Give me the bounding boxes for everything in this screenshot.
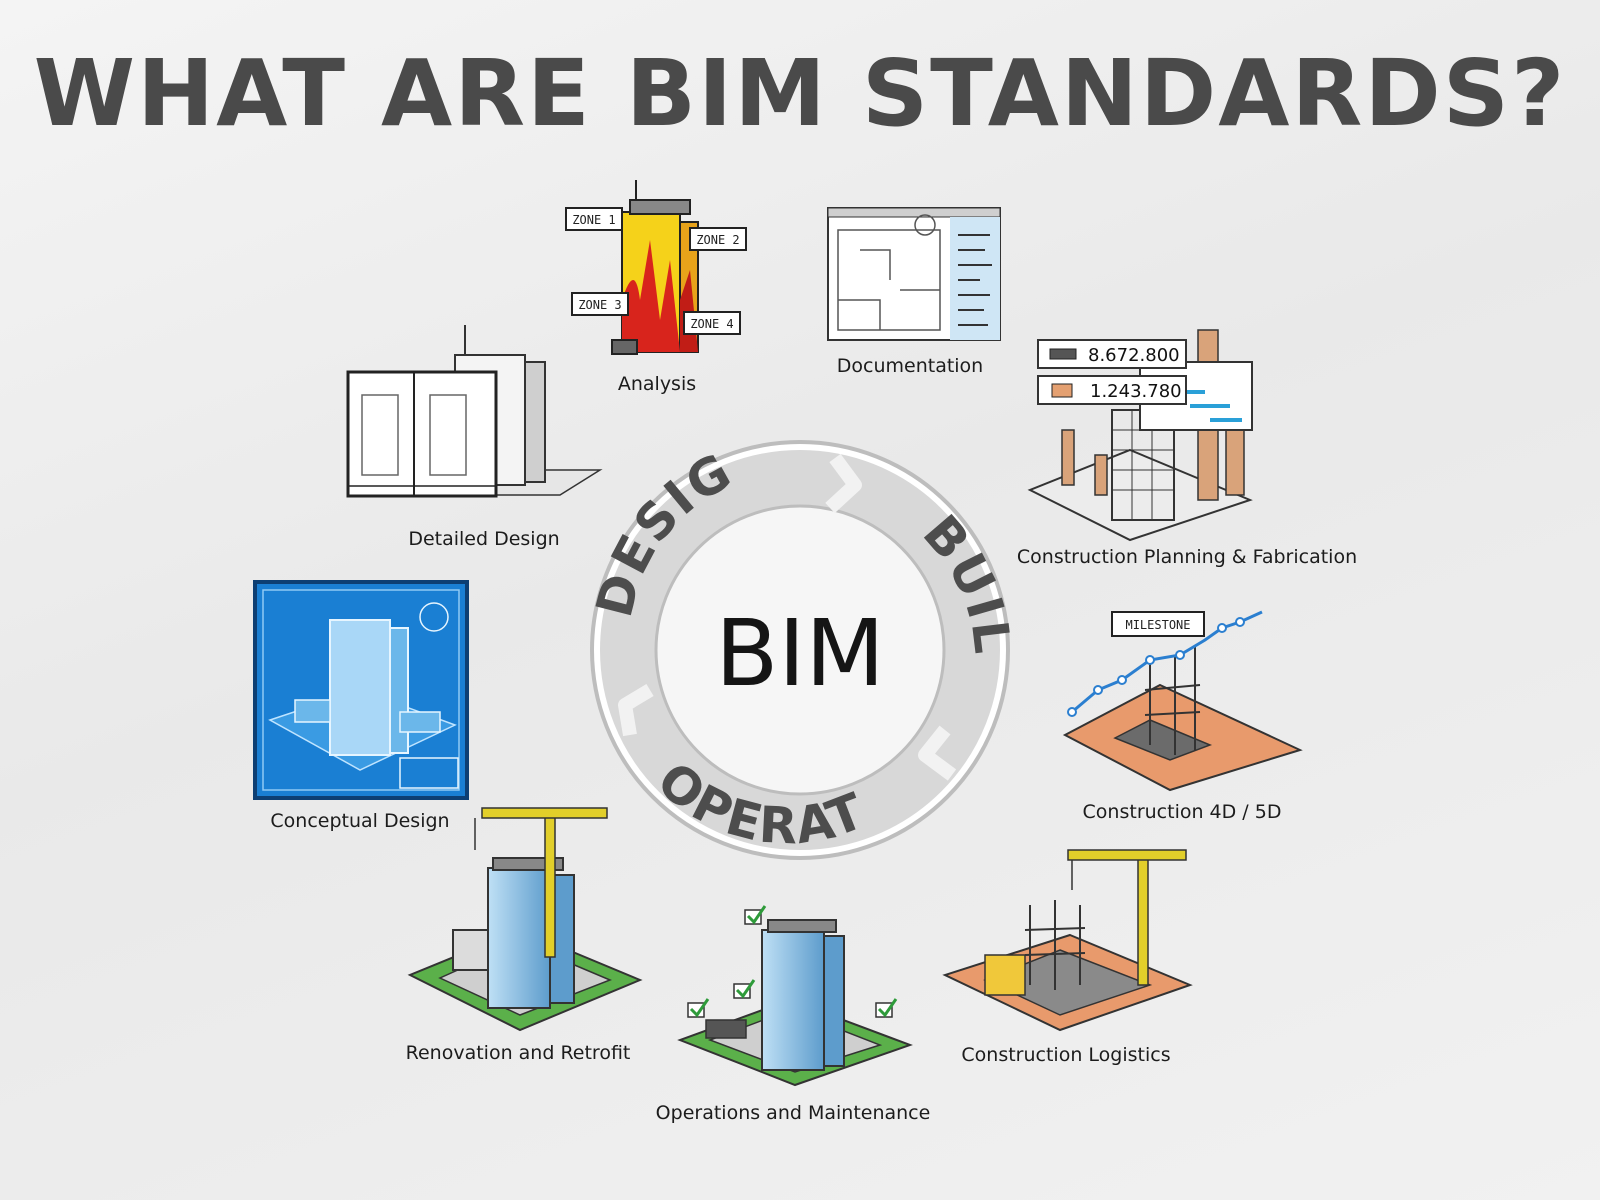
renovation-illustration bbox=[407, 807, 643, 1032]
svg-text:ZONE 3: ZONE 3 bbox=[578, 298, 621, 312]
stage-label-construction-4d5d: Construction 4D / 5D bbox=[1082, 801, 1282, 823]
zone-tag: ZONE 2 bbox=[689, 227, 747, 251]
quantity-readout: 1.243.780 bbox=[1037, 375, 1187, 405]
quantity-readout: 8.672.800 bbox=[1037, 339, 1187, 369]
hub-center-label: BIM bbox=[715, 600, 885, 707]
conceptual-design-illustration bbox=[253, 580, 469, 800]
stage-label-conceptual-design: Conceptual Design bbox=[270, 810, 450, 832]
brick-icon bbox=[1051, 383, 1073, 398]
compass-icon bbox=[419, 602, 449, 632]
svg-text:1.243.780: 1.243.780 bbox=[1090, 381, 1182, 402]
construction-logistics-illustration bbox=[942, 849, 1193, 1032]
documentation-illustration bbox=[827, 207, 1001, 341]
cycle-chevron-icon bbox=[825, 453, 862, 514]
stage-label-construction-planning: Construction Planning & Fabrication bbox=[1016, 546, 1358, 568]
checkmark-icon bbox=[687, 998, 710, 1018]
analysis-illustration: ZONE 1 ZONE 2 ZONE 3 ZONE 4 bbox=[565, 180, 747, 355]
crane-icon bbox=[481, 807, 608, 819]
cycle-chevron-icon bbox=[918, 725, 957, 781]
svg-text:ZONE 2: ZONE 2 bbox=[696, 233, 739, 247]
stage-label-renovation: Renovation and Retrofit bbox=[405, 1042, 631, 1064]
zone-tag: ZONE 3 bbox=[571, 292, 629, 316]
cycle-chevron-icon bbox=[618, 683, 654, 737]
crane-icon bbox=[1067, 849, 1187, 861]
construction-4d5d-illustration: MILESTONE bbox=[1062, 610, 1303, 792]
stage-label-operations: Operations and Maintenance bbox=[655, 1102, 931, 1124]
stage-label-detailed-design: Detailed Design bbox=[408, 528, 560, 550]
svg-text:8.672.800: 8.672.800 bbox=[1088, 345, 1180, 366]
svg-text:MILESTONE: MILESTONE bbox=[1125, 618, 1190, 632]
svg-text:ZONE 4: ZONE 4 bbox=[690, 317, 733, 331]
page-title: WHAT ARE BIM STANDARDS? bbox=[33, 40, 1567, 147]
checkmark-icon bbox=[744, 905, 767, 925]
zone-tag: ZONE 1 bbox=[565, 207, 623, 231]
checkmark-icon bbox=[733, 979, 756, 999]
stage-label-analysis: Analysis bbox=[617, 373, 697, 395]
checkmark-icon bbox=[875, 998, 898, 1018]
operations-illustration bbox=[677, 905, 913, 1087]
beam-icon bbox=[1049, 348, 1077, 360]
construction-planning-illustration: 8.672.800 1.243.780 bbox=[1027, 329, 1253, 542]
stage-label-documentation: Documentation bbox=[836, 355, 984, 377]
stage-label-construction-logistics: Construction Logistics bbox=[961, 1044, 1171, 1066]
milestone-tag: MILESTONE bbox=[1111, 611, 1205, 637]
zone-tag: ZONE 4 bbox=[683, 311, 741, 335]
svg-text:ZONE 1: ZONE 1 bbox=[572, 213, 615, 227]
detailed-design-illustration bbox=[346, 325, 603, 498]
